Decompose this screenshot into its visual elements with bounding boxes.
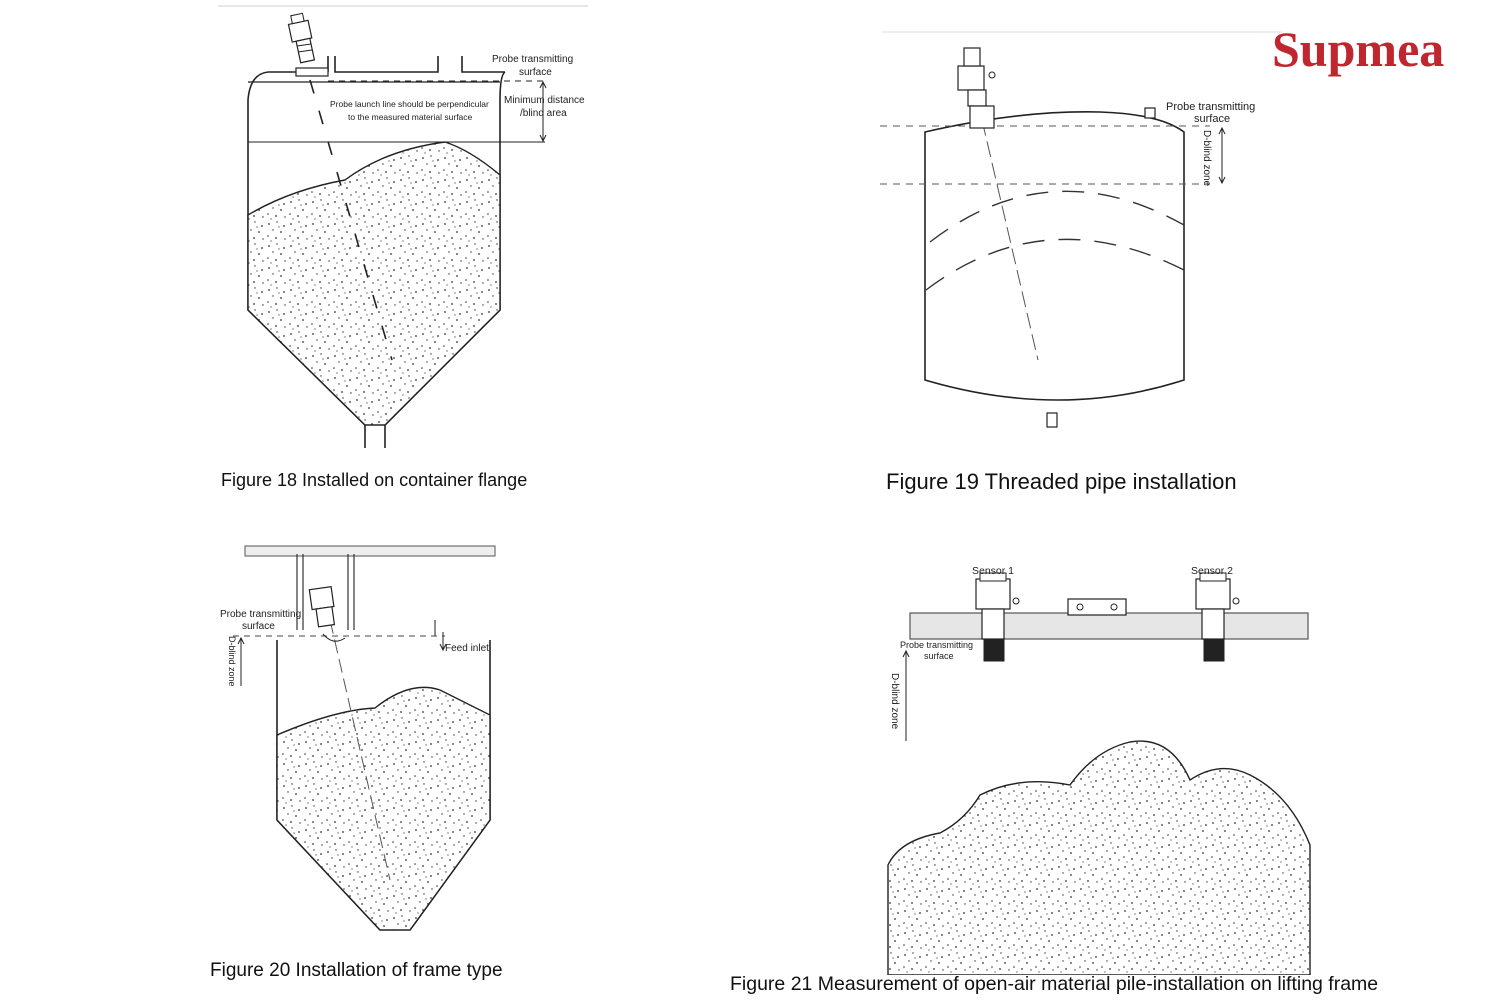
fig18-label-probe-surface-1: Probe transmitting [492, 54, 573, 65]
probe-icon [957, 47, 996, 129]
fig20-label-blind-zone: D-blind zone [227, 636, 237, 687]
fig18-label-launch-line-1: Probe launch line should be perpendicula… [330, 99, 489, 109]
figure-18-diagram: Probe transmitting surface Probe launch … [218, 5, 588, 448]
probe-icon [287, 12, 316, 64]
fig21-label-probe-surface-1: Probe transmitting [900, 640, 973, 650]
figure-19-diagram: Probe transmitting surface D-blind zone [880, 31, 1282, 428]
fig18-label-min-distance-2: /blind area [520, 108, 567, 119]
fig20-label-probe-surface-1: Probe transmitting [220, 609, 301, 620]
fig21-label-probe-surface-2: surface [924, 651, 954, 661]
fig21-label-blind-zone: D-blind zone [889, 673, 900, 730]
figure-20-caption: Figure 20 Installation of frame type [210, 960, 503, 981]
figure-18-caption: Figure 18 Installed on container flange [221, 470, 528, 490]
brand-logo: Supmea [1272, 21, 1445, 77]
fig20-label-feed-inlet: Feed inlet [445, 643, 489, 654]
fig21-label-sensor-2: Sensor 2 [1191, 565, 1233, 577]
fig19-label-probe-surface-1: Probe transmitting [1166, 101, 1255, 113]
figure-21-diagram: Sensor 1 Sensor 2 Probe transmitting sur… [887, 565, 1311, 975]
figure-21-caption: Figure 21 Measurement of open-air materi… [730, 973, 1379, 995]
fig21-label-sensor-1: Sensor 1 [972, 565, 1014, 577]
sensor-1-icon [975, 572, 1020, 662]
fig18-label-probe-surface-2: surface [519, 67, 552, 78]
fig19-label-probe-surface-2: surface [1194, 113, 1230, 125]
figure-19-caption: Figure 19 Threaded pipe installation [886, 469, 1237, 494]
fig18-label-min-distance-1: Minimum distance [504, 95, 585, 106]
fig19-label-blind-zone: D-blind zone [1201, 130, 1212, 187]
figure-20-diagram: Probe transmitting surface D-blind zone … [220, 545, 496, 931]
fig18-label-launch-line-2: to the measured material surface [348, 112, 473, 122]
probe-icon [308, 585, 346, 642]
fig20-label-probe-surface-2: surface [242, 621, 275, 632]
sensor-2-icon [1195, 572, 1240, 662]
